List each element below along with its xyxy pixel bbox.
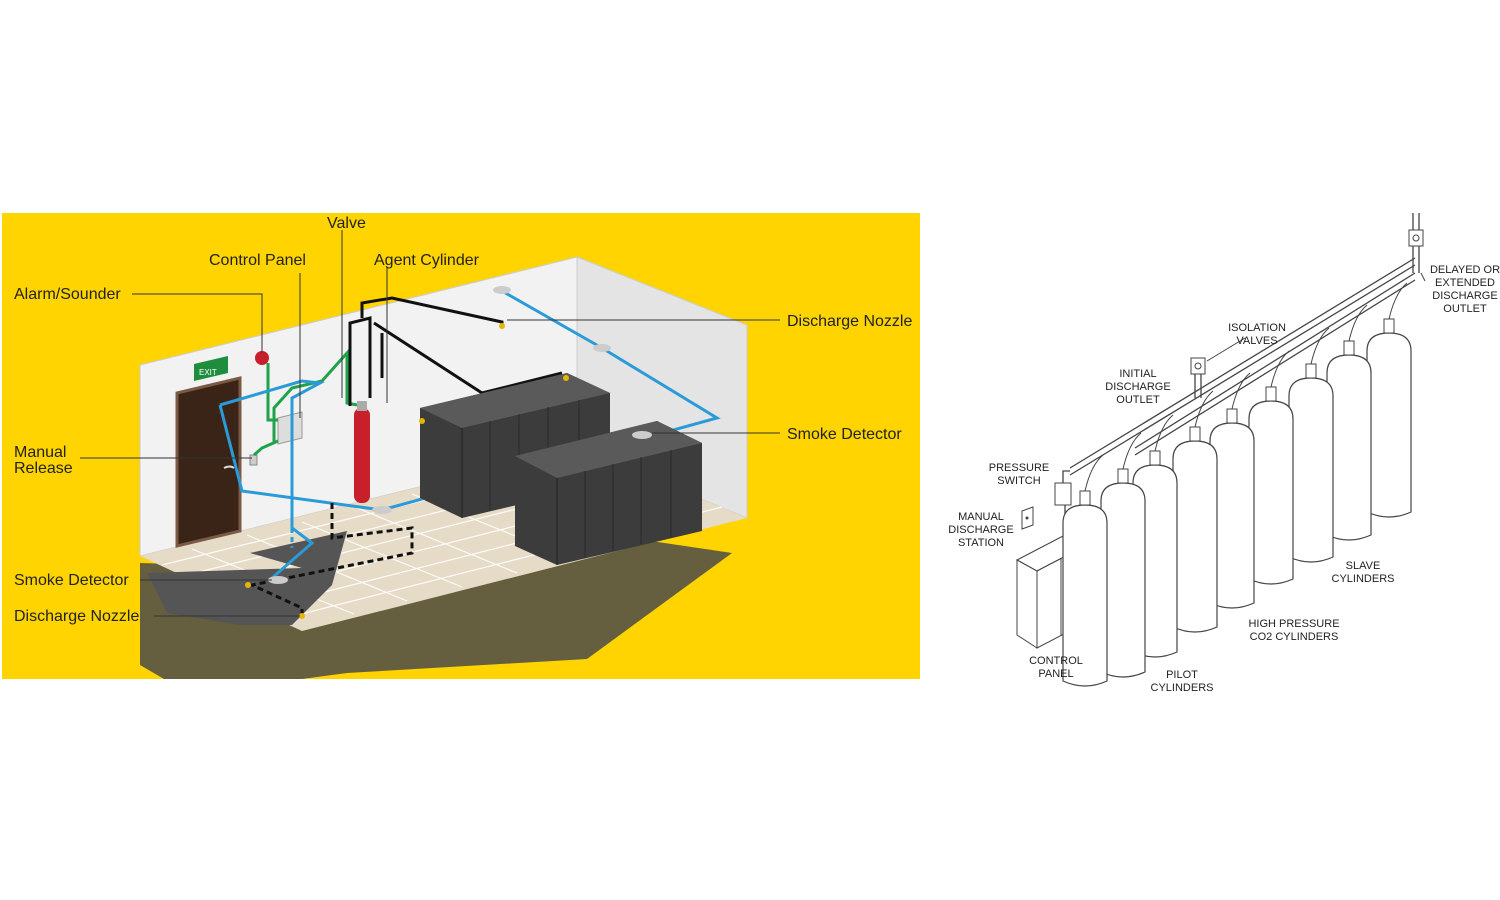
- initial-outlet-valve: [1190, 357, 1206, 375]
- smoke-detector-cabinet: [632, 431, 652, 439]
- label-smoke-detector-right: Smoke Detector: [787, 426, 902, 443]
- exit-sign-text: EXIT: [199, 368, 217, 377]
- door-handle: [223, 465, 235, 469]
- label-control-1: CONTROL: [1029, 655, 1083, 667]
- agent-cylinder: [354, 408, 370, 503]
- co2-cylinder: [1172, 390, 1218, 633]
- label-pilot-2: CYLINDERS: [1151, 682, 1214, 693]
- callout-arrows: [1206, 272, 1426, 362]
- label-discharge-nozzle-floor: Discharge Nozzle: [14, 608, 139, 625]
- delayed-outlet-valve: [1408, 229, 1424, 247]
- underfloor-detector: [268, 576, 288, 584]
- delayed-valve-icon: [1412, 234, 1420, 242]
- co2-cylinder: [1288, 327, 1334, 563]
- co2-cylinder: [1248, 350, 1294, 585]
- label-manual-2: DISCHARGE: [948, 524, 1013, 536]
- label-manual-1: MANUAL: [958, 511, 1004, 523]
- pipe-cabinet-nozzle: [373, 321, 563, 395]
- label-discharge-nozzle-top: Discharge Nozzle: [787, 313, 912, 330]
- cylinder-valve: [357, 401, 367, 411]
- exit-sign: [194, 356, 228, 381]
- label-slave-1: SLAVE: [1346, 560, 1381, 572]
- co2-cylinder: [1326, 304, 1372, 541]
- label-initial-1: INITIAL: [1119, 368, 1156, 380]
- discharge-nozzle-floor-2: [245, 582, 251, 588]
- manual-station-button: [1025, 516, 1029, 520]
- label-isolation-2: VALVES: [1236, 335, 1277, 347]
- manual-release: [249, 454, 258, 466]
- label-pressure-2: SWITCH: [997, 475, 1040, 487]
- discharge-nozzle-floor: [299, 613, 305, 619]
- label-initial-2: DISCHARGE: [1105, 381, 1170, 393]
- label-delayed-1: DELAYED OR: [1430, 264, 1500, 276]
- room-diagram-svg: EXIT: [2, 213, 920, 679]
- callout-lines: [80, 230, 780, 617]
- label-slave-2: CYLINDERS: [1332, 573, 1395, 585]
- floor-shadow: [140, 526, 732, 679]
- label-valve: Valve: [327, 215, 366, 232]
- pipe-underfloor-dashed: [247, 503, 414, 618]
- ceiling-detector-1: [493, 286, 511, 294]
- floor-detector: [372, 506, 392, 514]
- co2-cylinder: [1100, 432, 1146, 678]
- green-wire-2: [272, 349, 358, 443]
- label-manual-3: STATION: [958, 537, 1004, 549]
- co2-cylinder: [1366, 282, 1412, 518]
- label-smoke-detector-floor: Smoke Detector: [14, 572, 129, 589]
- green-wire-3: [253, 439, 279, 457]
- discharge-nozzle-left: [419, 418, 425, 424]
- discharge-nozzle-top: [499, 323, 505, 329]
- label-hp-1: HIGH PRESSURE: [1248, 618, 1339, 630]
- discharge-nozzle-cabinet: [563, 375, 569, 381]
- label-pilot-1: PILOT: [1166, 669, 1198, 681]
- label-control-2: PANEL: [1038, 668, 1073, 680]
- ceiling-detector-2: [593, 344, 611, 352]
- label-pressure-1: PRESSURE: [989, 462, 1050, 474]
- co2-cylinder: [1209, 372, 1255, 609]
- label-manual-release-2: Release: [14, 460, 73, 477]
- co2-system-diagram: DELAYED OR EXTENDED DISCHARGE OUTLET ISO…: [945, 213, 1500, 693]
- alarm-sounder: [255, 351, 269, 365]
- cabinet-row-front: [515, 421, 702, 565]
- label-agent-cylinder: Agent Cylinder: [374, 252, 480, 269]
- label-manual-release-1: Manual: [14, 444, 66, 461]
- co2-cylinder: [1062, 454, 1108, 687]
- label-hp-2: CO2 CYLINDERS: [1250, 631, 1339, 643]
- manifold-pipes: [1062, 213, 1420, 518]
- cylinder-bank: [1062, 282, 1412, 687]
- pipe-valve: [348, 316, 372, 406]
- label-initial-3: OUTLET: [1116, 394, 1160, 406]
- co2-diagram-svg: DELAYED OR EXTENDED DISCHARGE OUTLET ISO…: [945, 213, 1500, 693]
- pressure-switch: [1054, 482, 1072, 506]
- label-alarm-sounder: Alarm/Sounder: [14, 286, 121, 303]
- label-isolation-1: ISOLATION: [1228, 322, 1286, 334]
- room-suppression-diagram: EXIT: [2, 213, 920, 679]
- label-delayed-2: EXTENDED: [1435, 277, 1495, 289]
- blue-wire-1: [219, 379, 325, 580]
- right-labels: DELAYED OR EXTENDED DISCHARGE OUTLET ISO…: [948, 264, 1500, 693]
- label-control-panel: Control Panel: [209, 252, 306, 269]
- initial-valve-icon: [1194, 362, 1202, 370]
- control-panel: [277, 411, 303, 445]
- label-delayed-3: DISCHARGE: [1432, 290, 1497, 302]
- label-delayed-4: OUTLET: [1443, 303, 1487, 315]
